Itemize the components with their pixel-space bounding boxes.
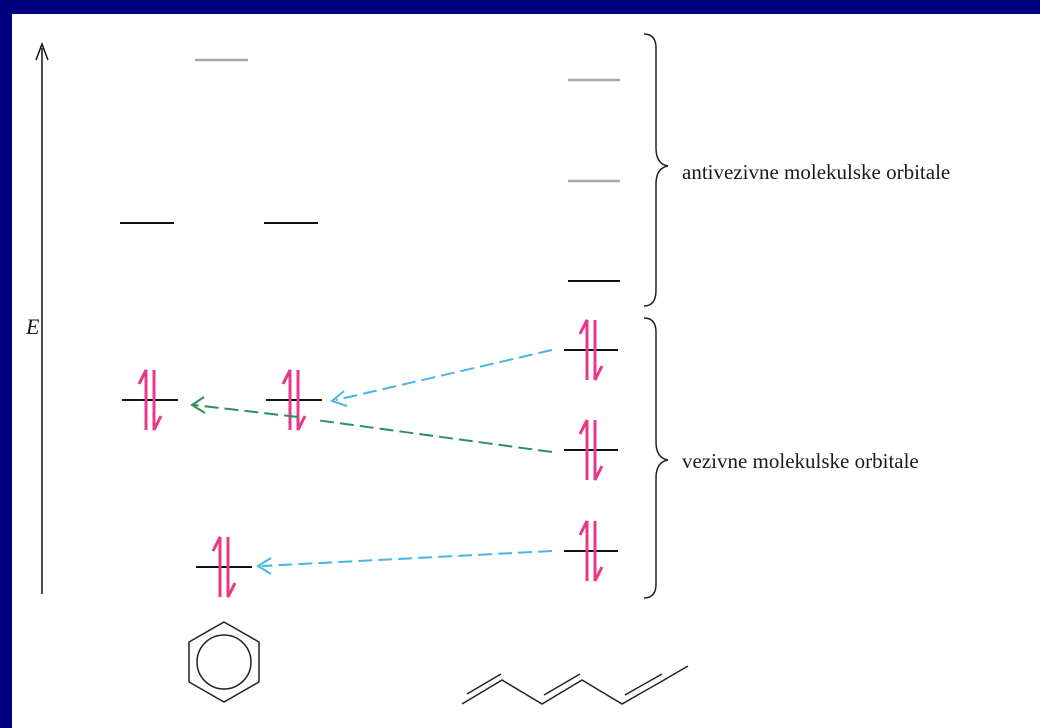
electron-pair-icon [578,520,604,582]
bonding-orbitals-label: vezivne molekulske orbitale [682,449,919,473]
antibonding-brace [643,33,669,307]
benzene-levels [120,58,322,598]
arrowhead-icon [190,396,206,414]
electron-pair-icon [578,319,604,381]
electron-pair-icon [578,419,604,481]
electron-pair-icon [211,536,237,598]
mo-diagram [35,33,689,705]
diagram-panel: E antivezivne molekulske orbitale vezivn… [12,14,1040,728]
correlation-psi2-to-benzene-homo [190,396,553,453]
hexatriene-psi3-level [564,319,618,381]
electron-pair-icon [281,369,307,431]
energy-axis-label: E [26,314,40,339]
benzene-bonding-2b-level [266,369,322,431]
correlation-lines [190,349,553,575]
benzene-ring-icon [188,621,260,703]
bonding-brace [643,317,669,599]
electron-pair-icon [137,369,163,431]
correlation-psi1-to-benzene-lowest [256,550,553,575]
antibonding-orbitals-label: antivezivne molekulske orbitale [682,160,951,184]
hexatriene-psi2-level [564,419,618,481]
arrowhead-icon [256,557,272,575]
hexatriene-chain-icon [461,665,689,705]
hexatriene-levels [564,78,620,582]
energy-axis-arrowhead [35,41,49,61]
benzene-bonding-2a-level [122,369,178,431]
correlation-psi3-to-benzene-homo [329,349,553,407]
energy-axis [35,41,49,594]
arrowhead-icon [329,390,348,407]
benzene-bonding-1-level [196,536,252,598]
hexatriene-psi1-level [564,520,618,582]
